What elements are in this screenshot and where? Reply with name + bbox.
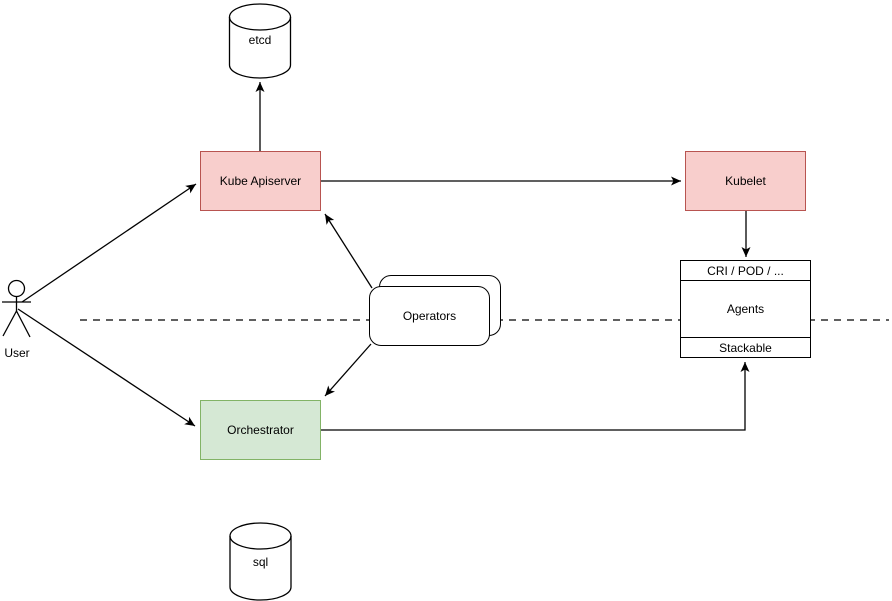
user-actor-shape[interactable] xyxy=(2,279,31,338)
edge-orchestrator-to-stackable xyxy=(321,362,750,431)
orchestrator-label: Orchestrator xyxy=(227,423,294,437)
operators-label: Operators xyxy=(402,309,457,323)
user-label: User xyxy=(4,346,30,360)
kube-apiserver-label: Kube Apiserver xyxy=(219,174,302,188)
node-kube-apiserver[interactable]: Kube Apiserver xyxy=(200,151,321,211)
kubelet-label: Kubelet xyxy=(725,174,766,188)
agents-header-cri-pod: CRI / POD / ... xyxy=(681,261,810,281)
agents-body: Agents xyxy=(681,281,810,337)
agents-footer-stackable: Stackable xyxy=(681,337,810,357)
node-agents-stack[interactable]: CRI / POD / ... Agents Stackable xyxy=(680,260,811,358)
node-kubelet[interactable]: Kubelet xyxy=(685,151,806,211)
agents-body-label: Agents xyxy=(726,302,765,316)
agents-header-label: CRI / POD / ... xyxy=(707,263,784,278)
node-orchestrator[interactable]: Orchestrator xyxy=(200,400,321,460)
sql-label: sql xyxy=(252,555,269,569)
agents-footer-label: Stackable xyxy=(719,340,772,355)
edge-user-to-kube-apiserver xyxy=(21,183,197,303)
sql-cylinder-shape[interactable] xyxy=(229,522,292,601)
edge-operators-to-orchestrator xyxy=(324,343,372,397)
etcd-label: etcd xyxy=(248,33,272,47)
edge-operators-to-kube-apiserver xyxy=(324,213,373,289)
etcd-cylinder-shape[interactable] xyxy=(228,3,292,79)
edge-user-to-orchestrator xyxy=(17,308,196,427)
node-operators[interactable]: Operators xyxy=(369,286,490,346)
